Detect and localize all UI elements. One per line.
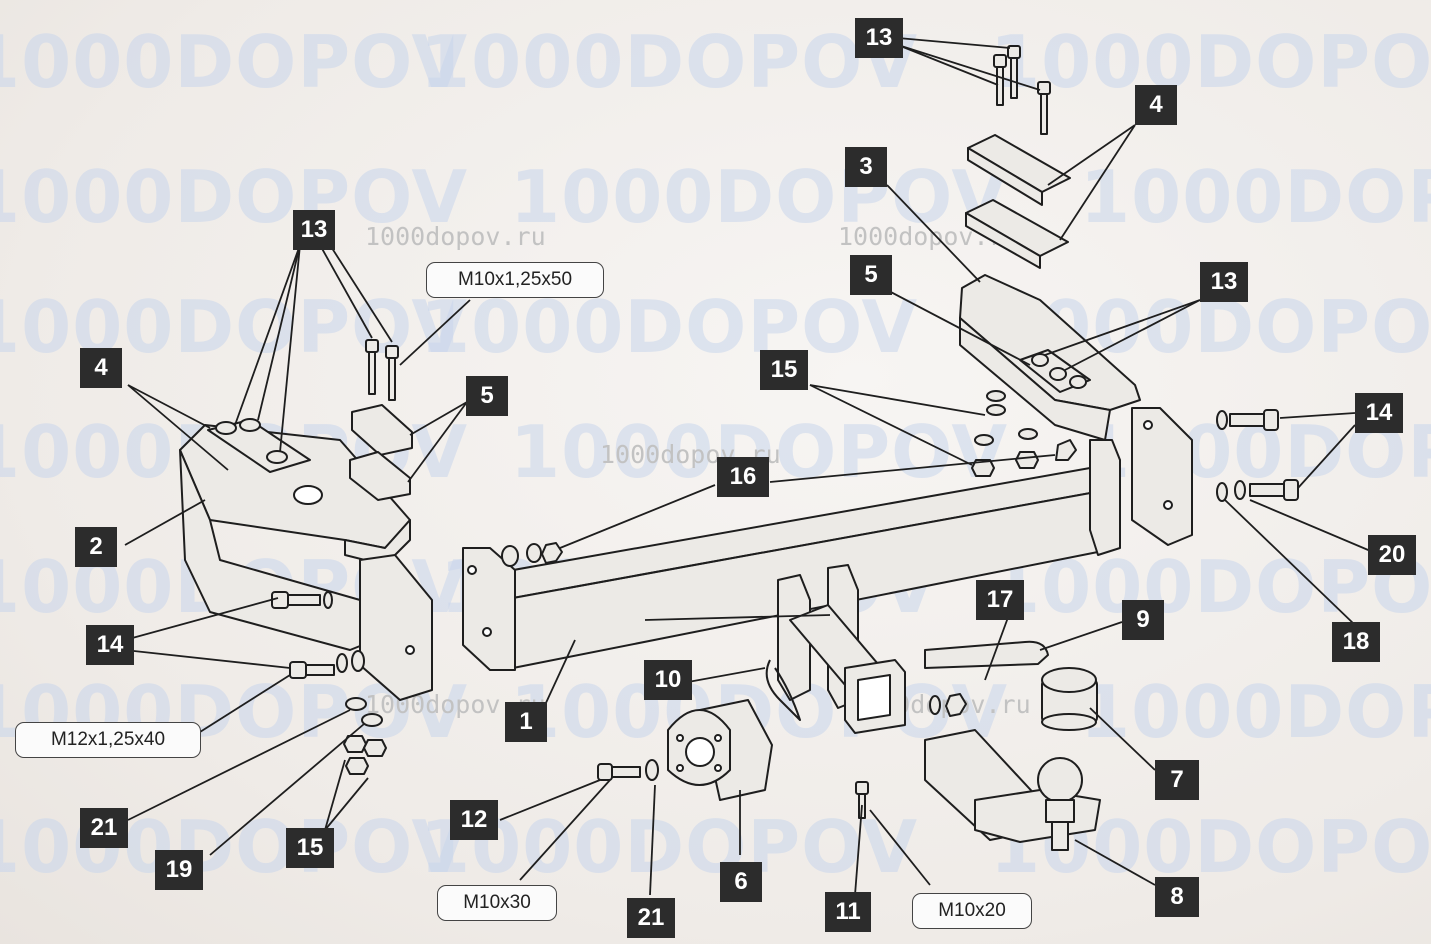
callout-19: 19: [155, 850, 203, 890]
watermark: 1000DOPOV: [0, 805, 469, 889]
right-top-bolts: [993, 45, 1051, 135]
watermark: 1000DOPOV: [420, 285, 919, 369]
watermark-url: 1000dopov.ru: [365, 222, 546, 251]
left-plate-5a: [351, 404, 413, 456]
callout-9: 9: [1122, 600, 1164, 640]
callout-14: 14: [1355, 393, 1403, 433]
tube-right-plate: [1089, 439, 1121, 556]
watermark: 1000DOPOV: [420, 20, 919, 104]
left-side-bolts: [271, 591, 365, 679]
callout-15: 15: [760, 350, 808, 390]
ball-mount: [924, 729, 1101, 851]
callout-4: 4: [80, 348, 122, 388]
callout-6: 6: [720, 862, 762, 902]
watermark: 1000DOPOV: [0, 155, 469, 239]
spec-label-bolt-socket: M10x30: [437, 885, 557, 921]
callout-13: 13: [855, 18, 903, 58]
watermark: 1000DOPOV: [990, 20, 1431, 104]
left-bottom-hardware: [343, 697, 387, 775]
spec-label-bolt-bottom: M10x20: [912, 893, 1032, 929]
callout-18: 18: [1332, 622, 1380, 662]
callout-12: 12: [450, 800, 498, 840]
watermark: 1000DOPOV: [1080, 670, 1431, 754]
callout-1: 1: [505, 702, 547, 742]
callout-8: 8: [1155, 877, 1199, 917]
callout-10: 10: [644, 660, 692, 700]
callout-2: 2: [75, 527, 117, 567]
callout-5: 5: [850, 255, 892, 295]
left-plate-5b: [349, 451, 411, 501]
leader-lines: [124, 37, 1381, 896]
callout-11: 11: [825, 892, 871, 932]
spec-label-bolt-top: M10x1,25x50: [426, 262, 604, 298]
right-nuts: [971, 390, 1077, 477]
left-vertical-plate: [359, 554, 433, 701]
hitch-clip: [765, 659, 801, 721]
callout-4: 4: [1135, 85, 1177, 125]
callout-13: 13: [1200, 262, 1248, 302]
watermark: 1000DOPOV: [1080, 155, 1431, 239]
watermark: 1000DOPOV: [0, 20, 469, 104]
callout-15: 15: [286, 828, 334, 868]
callout-3: 3: [845, 147, 887, 187]
left-bolts: [215, 339, 399, 464]
right-side-bolts: [1216, 409, 1299, 502]
spec-label-bolt-side: M12x1,25x40: [15, 722, 201, 758]
callout-13: 13: [293, 210, 335, 250]
callout-17: 17: [976, 580, 1024, 620]
socket-plate: [667, 699, 773, 801]
ball-cover: [1041, 667, 1098, 731]
callout-16: 16: [717, 457, 769, 497]
callout-14: 14: [86, 625, 134, 665]
callout-21: 21: [80, 808, 128, 848]
callout-7: 7: [1155, 760, 1199, 800]
hitch-pin: [924, 640, 1049, 669]
callout-21: 21: [627, 898, 675, 938]
receiver-box: [844, 659, 906, 734]
tube-left-plate: [462, 547, 516, 671]
callout-20: 20: [1368, 535, 1416, 575]
callout-5: 5: [466, 376, 508, 416]
